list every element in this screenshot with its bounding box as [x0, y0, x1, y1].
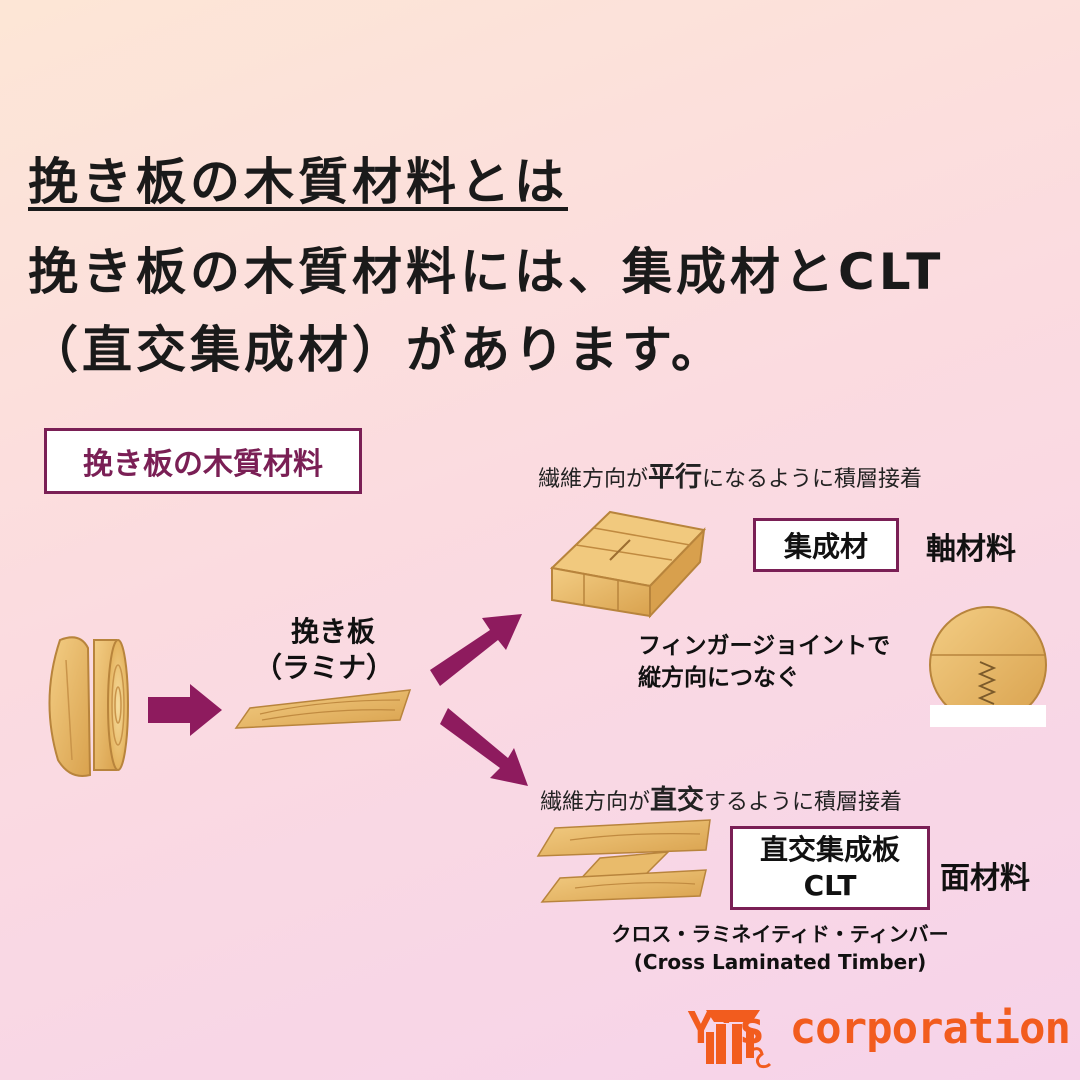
cross-caption: 繊維方向が直交するように積層接着: [540, 778, 902, 817]
clt-panel-icon: [536, 819, 711, 903]
cross-caption-bold: 直交: [650, 785, 705, 816]
diagram-title: 挽き板の木質材料: [83, 447, 323, 482]
panel-material-label: 面材料: [940, 861, 1030, 896]
glulam-label-box: 集成材: [753, 518, 899, 572]
cross-caption-post: するように積層接着: [704, 790, 903, 815]
arrow-right-icon: [148, 684, 222, 736]
page-heading: 挽き板の木質材料とは: [28, 153, 568, 211]
clt-label-box: 直交集成板 CLT: [730, 826, 930, 910]
clt-note-line2: (Cross Laminated Timber): [633, 950, 927, 974]
glulam-label: 集成材: [783, 530, 868, 563]
lamina-label-line2: （ラミナ）: [253, 651, 394, 684]
finger-joint-label-line1: フィンガージョイントで: [638, 633, 891, 659]
glulam-block-icon: [549, 510, 707, 619]
lamina-label: 挽き板 （ラミナ）: [254, 614, 398, 686]
diagram-title-box: 挽き板の木質材料: [44, 428, 362, 494]
parallel-caption-bold: 平行: [648, 462, 703, 493]
clt-label-line2: CLT: [803, 869, 857, 902]
clt-label-line1: 直交集成板: [759, 833, 900, 866]
arrow-up-right-icon: [430, 614, 522, 686]
cross-caption-pre: 繊維方向が: [540, 790, 651, 815]
body-text-line1: 挽き板の木質材料には、集成材とCLT: [28, 243, 945, 301]
axial-material-label: 軸材料: [926, 532, 1016, 567]
finger-joint-icon: [929, 606, 1047, 727]
parallel-caption-post: になるように積層接着: [702, 467, 923, 492]
clt-note: クロス・ラミネイティド・ティンバー (Cross Laminated Timbe…: [560, 920, 1000, 976]
company-logo-text: Y's corporation: [687, 1003, 1071, 1054]
parallel-caption-pre: 繊維方向が: [538, 467, 649, 492]
parallel-caption: 繊維方向が平行になるように積層接着: [538, 455, 922, 494]
arrow-down-right-icon: [440, 708, 528, 786]
lamina-label-line1: 挽き板: [290, 615, 375, 648]
lamina-board-icon: [234, 689, 412, 729]
log-icon: [48, 636, 129, 777]
company-logo-icon: [706, 1010, 772, 1069]
clt-note-line1: クロス・ラミネイティド・ティンバー: [611, 922, 949, 946]
body-text-line2: （直交集成材）があります。: [28, 321, 725, 379]
finger-joint-label-line2: 縦方向につなぐ: [638, 665, 799, 691]
finger-joint-label: フィンガージョイントで 縦方向につなぐ: [638, 630, 890, 694]
